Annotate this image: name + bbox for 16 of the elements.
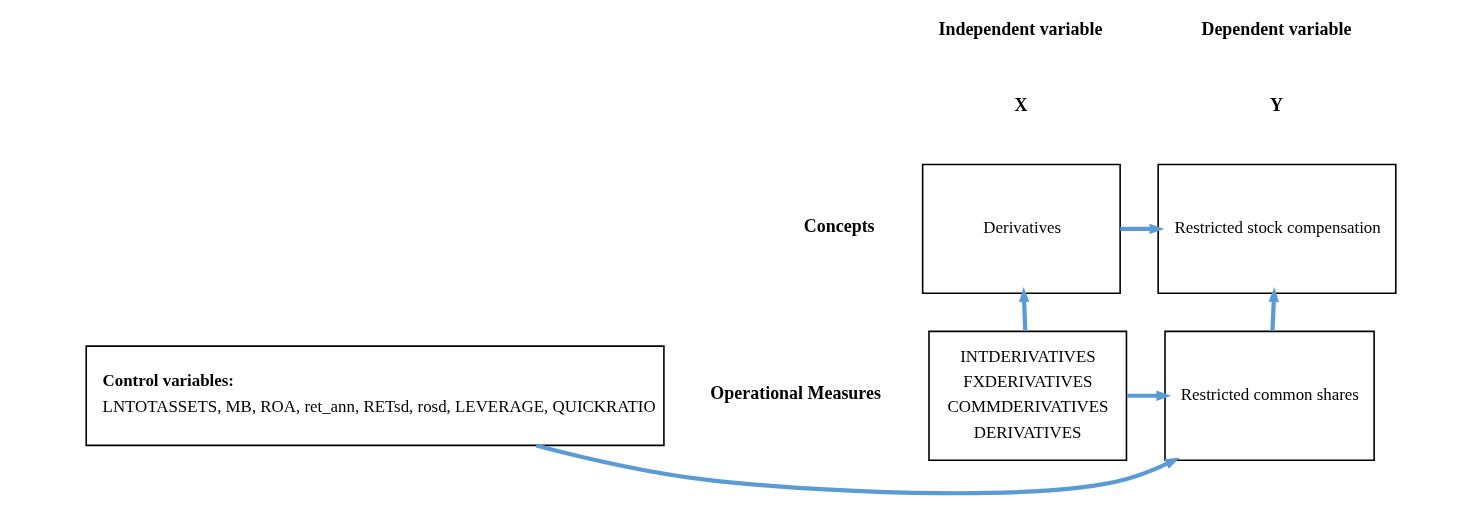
node-box: Restricted common shares <box>1163 330 1375 461</box>
arrow <box>1018 287 1029 332</box>
label: Operational Measures <box>709 383 881 404</box>
node-box: Derivatives <box>921 163 1121 295</box>
arrow <box>1119 223 1164 235</box>
node-box: Control variables: LNTOTASSETS, MB, ROA, ret_ann, RETsd, rosd, LEVERAGE, QUICKRATIO <box>84 345 665 447</box>
arrow <box>535 443 1180 496</box>
label: Y <box>1269 94 1283 115</box>
label: Dependent variable <box>1200 18 1351 39</box>
node-box: Restricted stock compensation <box>1156 163 1397 295</box>
arrow <box>1126 390 1171 401</box>
label: Concepts <box>803 216 875 237</box>
label: X <box>1014 94 1027 115</box>
arrow <box>1268 287 1279 332</box>
node-box: INTDERIVATIVES FXDERIVATIVES COMMDERIVATIVES DERIVATIVES <box>927 330 1127 461</box>
label: Independent variable <box>937 18 1102 39</box>
